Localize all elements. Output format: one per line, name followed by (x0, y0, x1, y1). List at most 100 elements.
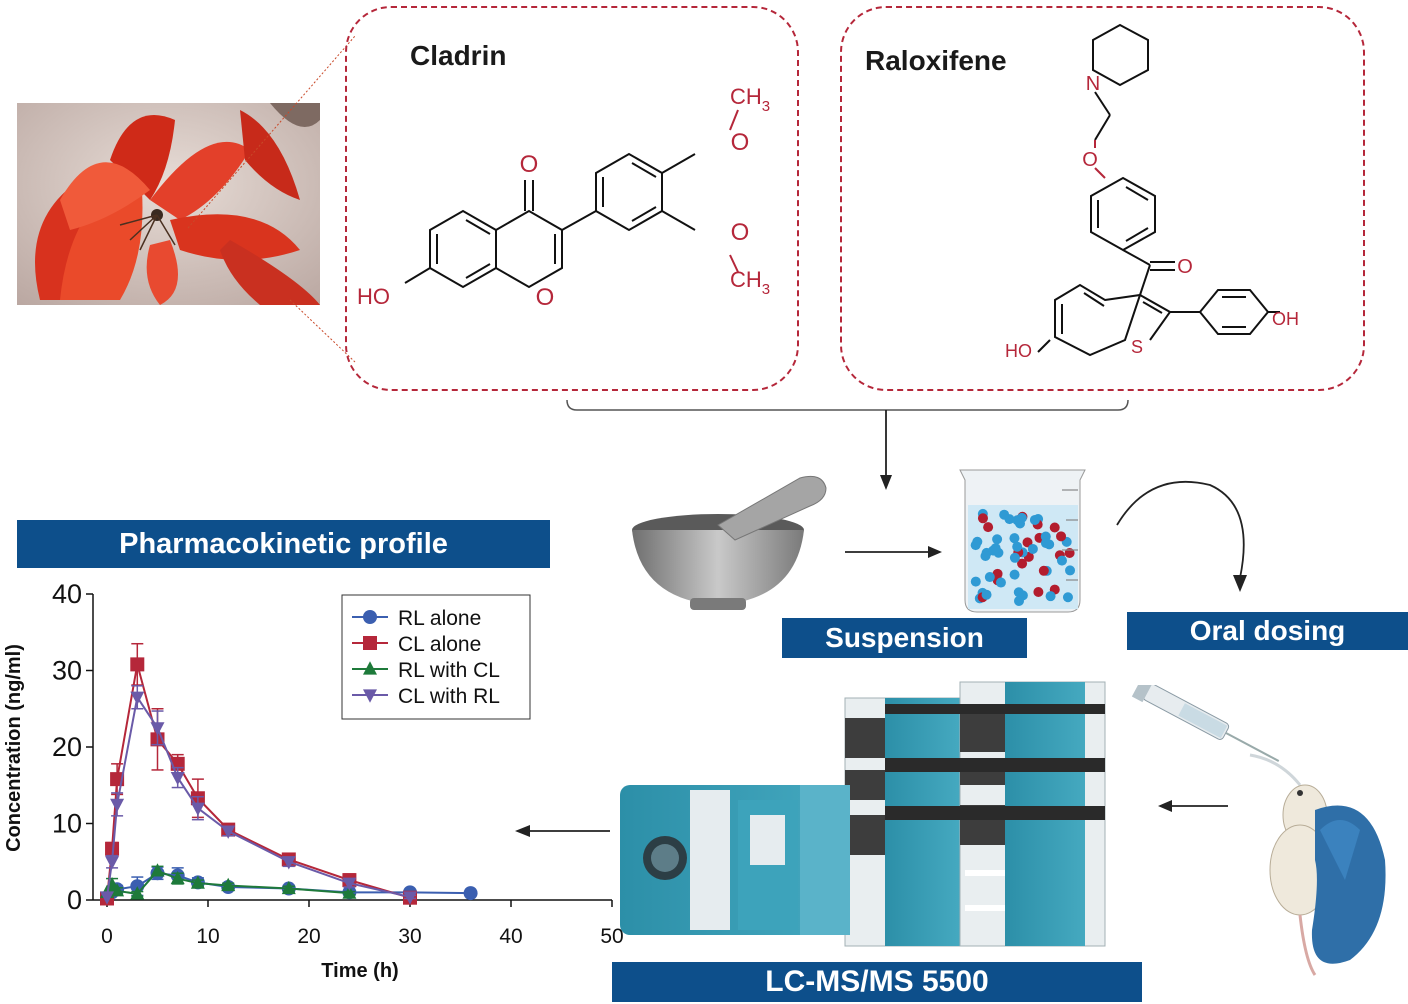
data-point (403, 891, 417, 905)
arrow-to-suspension (845, 546, 942, 558)
x-tick-label: 0 (101, 925, 113, 948)
y-axis-label: Concentration (ng/ml) (3, 644, 25, 852)
pk-profile-title: Pharmacokinetic profile (119, 527, 448, 560)
suspension-particle (1016, 512, 1027, 523)
arrow-to-lcms (1158, 800, 1228, 812)
suspension-particle (1012, 541, 1023, 552)
suspension-particle (981, 589, 992, 600)
raloxifene-name: Raloxifene (865, 45, 1007, 76)
data-point (342, 885, 357, 899)
data-point (281, 856, 296, 870)
suspension-particle (1040, 538, 1051, 549)
x-tick-label: 20 (297, 925, 320, 948)
beaker-icon (959, 469, 1086, 613)
y-tick-label: 40 (52, 579, 82, 609)
legend-label: CL with RL (398, 685, 500, 708)
data-point (130, 657, 145, 672)
mortar-pestle-icon (632, 475, 827, 610)
legend-marker (363, 636, 377, 650)
cladrin-ho: HO (357, 284, 390, 309)
curved-arrow (1116, 480, 1247, 592)
cladrin-o-top: O (731, 129, 750, 156)
y-tick-label: 20 (52, 732, 82, 762)
data-point (100, 891, 114, 905)
y-tick-label: 10 (52, 809, 82, 839)
arrow-to-profile (515, 825, 610, 837)
cladrin-name: Cladrin (410, 40, 507, 71)
data-point (221, 825, 236, 839)
data-point (170, 772, 185, 786)
raloxifene-box (840, 6, 1365, 391)
legend-label: RL with CL (398, 659, 500, 682)
cladrin-box (345, 6, 799, 391)
x-tick-label: 50 (600, 925, 623, 948)
suspension-particle (990, 543, 1001, 554)
cladrin-structure: O O HO O O CH3 CH3 (357, 84, 770, 311)
suspension-particle (1009, 533, 1020, 544)
suspension-particle (1062, 592, 1073, 603)
data-point (342, 877, 357, 891)
raloxifene-ketone-o: O (1177, 256, 1193, 278)
y-tick-label: 0 (67, 885, 82, 915)
suspension-particle (1065, 565, 1076, 576)
data-point (110, 883, 125, 897)
suspension-particle (1017, 558, 1028, 569)
x-tick-label: 10 (196, 925, 219, 948)
cladrin-ch3-top: CH3 (730, 84, 770, 115)
lcms-label: LC-MS/MS 5500 (765, 965, 989, 998)
pk-profile-banner: Pharmacokinetic profile (17, 520, 550, 568)
raloxifene-oh: OH (1272, 309, 1299, 329)
suspension-particle (1014, 595, 1025, 606)
combine-bracket (566, 399, 1129, 490)
raloxifene-structure: N O O HO S OH (1005, 23, 1299, 361)
suspension-particle (1027, 543, 1038, 554)
suspension-particle (995, 577, 1006, 588)
cladrin-ring-o: O (536, 284, 555, 311)
suspension-particle (1009, 569, 1020, 580)
data-point (150, 722, 165, 736)
lcms-instrument-icon (620, 681, 1106, 947)
suspension-particle (1056, 531, 1067, 542)
cladrin-ch3-bottom: CH3 (730, 267, 770, 298)
suspension-particle (1009, 552, 1020, 563)
x-tick-label: 40 (499, 925, 522, 948)
data-point (150, 863, 165, 877)
y-tick-label: 30 (52, 656, 82, 686)
cladrin-o-bottom: O (731, 219, 750, 246)
suspension-particle (970, 576, 981, 587)
legend-marker (363, 661, 377, 675)
data-point (463, 886, 478, 901)
oral-dosing-banner: Oral dosing (1127, 612, 1408, 650)
data-point (130, 886, 145, 900)
suspension-particle (980, 550, 991, 561)
raloxifene-ho: HO (1005, 341, 1032, 361)
raloxifene-ether-o: O (1082, 149, 1098, 171)
raloxifene-n: N (1086, 73, 1100, 95)
x-axis-label: Time (h) (321, 960, 398, 982)
suspension-particle (970, 540, 981, 551)
suspension-particle (992, 534, 1003, 545)
suspension-label: Suspension (825, 622, 984, 653)
data-point (190, 875, 205, 889)
oral-dosing-label: Oral dosing (1189, 615, 1346, 646)
data-point (110, 798, 125, 813)
legend-marker (363, 689, 377, 703)
suspension-particle (1045, 591, 1056, 602)
suspension-banner: Suspension (782, 618, 1027, 658)
legend-label: CL alone (398, 633, 481, 656)
data-point (105, 856, 120, 870)
suspension-particle (984, 572, 995, 583)
lcms-banner: LC-MS/MS 5500 (612, 962, 1142, 1002)
data-point (221, 877, 236, 892)
suspension-particle (983, 522, 994, 533)
series-cl-with-rl (100, 685, 417, 905)
data-point (190, 802, 205, 816)
suspension-particle (1049, 522, 1060, 533)
data-point (130, 691, 145, 705)
suspension-particle (1056, 555, 1067, 566)
cladrin-ketone-o: O (520, 151, 539, 178)
data-point (170, 870, 185, 885)
suspension-particle (1038, 565, 1049, 576)
legend-label: RL alone (398, 607, 481, 630)
